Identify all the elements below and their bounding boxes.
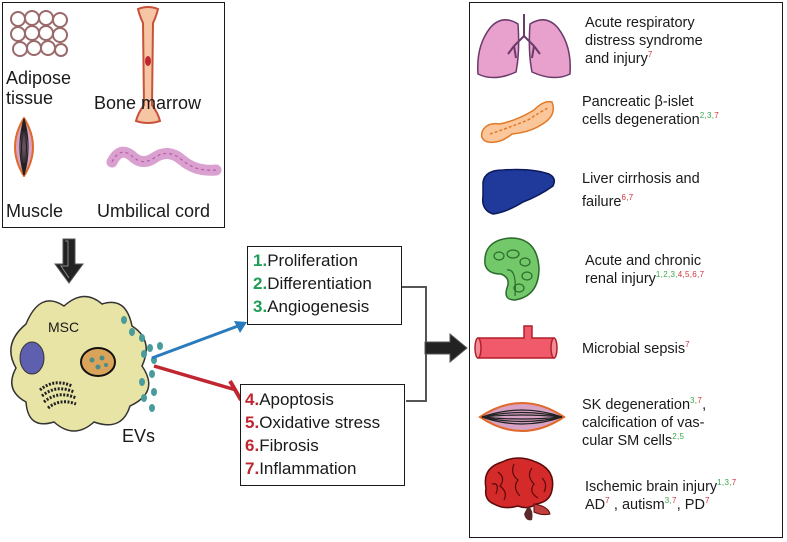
disease-pancreas-text: Pancreatic β-islet cells degeneration2,3… xyxy=(582,94,719,128)
disease-brain-text: Ischemic brain injury1,3,7 AD7 , autism3… xyxy=(585,478,737,514)
down-arrow-icon xyxy=(54,238,84,284)
liver-icon xyxy=(481,168,556,215)
lungs-icon xyxy=(477,14,571,79)
disease-vessel-text: Microbial sepsis7 xyxy=(582,340,690,358)
msc-cell-icon xyxy=(10,295,163,432)
inhibited-effects-box: 4.Apoptosis 5.Oxidative stress 6.Fibrosi… xyxy=(240,384,405,486)
promote-arrow xyxy=(151,321,247,360)
disease-kidney-text: Acute and chronic renal injury1,2,3,4,5,… xyxy=(585,253,705,287)
adipose-tissue-icon xyxy=(10,10,68,57)
effect-item: 4.Apoptosis xyxy=(245,390,334,409)
umbilical-cord-label: Umbilical cord xyxy=(97,201,211,221)
muscle-icon xyxy=(14,117,34,177)
kidney-icon xyxy=(484,237,540,301)
promoted-effects-box: 1.Proliferation 2.Differentiation 3.Angi… xyxy=(247,246,402,325)
evs-label: EVs xyxy=(122,426,156,446)
inhibit-line xyxy=(153,364,242,402)
disease-lung-text: Acute respiratory distress syndrome and … xyxy=(585,15,703,67)
effect-item: 2.Differentiation xyxy=(253,274,372,293)
effect-item: 3.Angiogenesis xyxy=(253,297,370,316)
pancreas-icon xyxy=(480,100,555,144)
effect-item: 7.Inflammation xyxy=(245,459,357,478)
sources-box xyxy=(2,2,225,228)
bone-marrow-label: Bone marrow xyxy=(94,93,202,113)
effect-item: 6.Fibrosis xyxy=(245,436,319,455)
right-arrow-icon xyxy=(424,333,468,363)
skeletal-muscle-icon xyxy=(478,402,566,432)
blood-vessel-icon xyxy=(474,325,558,359)
brain-icon xyxy=(484,457,554,521)
effect-item: 1.Proliferation xyxy=(253,251,358,270)
muscle-label: Muscle xyxy=(6,201,64,221)
adipose-label: Adipose tissue xyxy=(6,68,72,108)
umbilical-cord-icon xyxy=(106,146,222,176)
effect-item: 5.Oxidative stress xyxy=(245,413,381,432)
msc-label: MSC xyxy=(48,319,80,335)
disease-liver-text: Liver cirrhosis and failure6,7 xyxy=(582,171,700,210)
bone-marrow-icon xyxy=(134,6,162,124)
disease-muscle-text: SK degeneration3,7, calcification of vas… xyxy=(582,396,707,450)
